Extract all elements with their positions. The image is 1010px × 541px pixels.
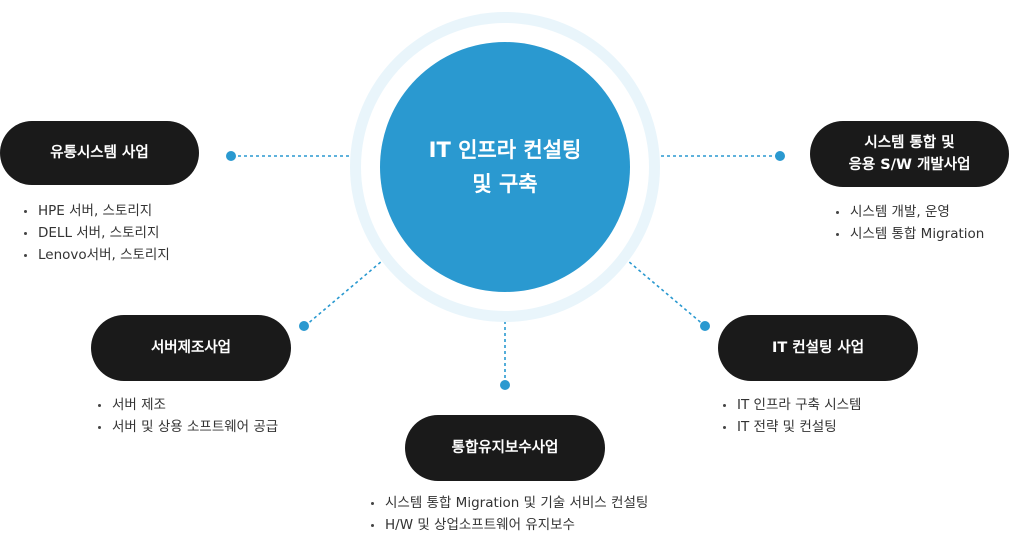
list-item: 시스템 개발, 운영: [833, 201, 984, 223]
node-pill-manufacturing: 서버제조사업: [91, 315, 291, 381]
list-item: 시스템 통합 Migration 및 기술 서비스 컨설팅: [368, 492, 648, 514]
connector-dot-consulting: [700, 321, 710, 331]
hub-title-line-1: IT 인프라 컨설팅: [428, 138, 582, 162]
list-item: Lenovo서버, 스토리지: [21, 244, 170, 266]
list-item: IT 인프라 구축 시스템: [720, 394, 861, 416]
node-pill-integration: 시스템 통합 및 응용 S/W 개발사업: [810, 121, 1009, 187]
list-item: 시스템 통합 Migration: [833, 223, 984, 245]
connector-manufacturing: [304, 249, 396, 327]
node-pill-consulting: IT 컨설팅 사업: [718, 315, 918, 381]
node-list-distribution: HPE 서버, 스토리지 DELL 서버, 스토리지 Lenovo서버, 스토리…: [21, 200, 170, 266]
list-item: IT 전략 및 컨설팅: [720, 416, 861, 438]
list-item: HPE 서버, 스토리지: [21, 200, 170, 222]
connector-dot-distribution: [226, 151, 236, 161]
node-list-consulting: IT 인프라 구축 시스템 IT 전략 및 컨설팅: [720, 394, 861, 438]
connector-consulting: [614, 249, 706, 327]
node-title-integration-line-2: 응용 S/W 개발사업: [848, 157, 971, 173]
node-pill-distribution: 유통시스템 사업: [0, 121, 199, 185]
list-item: 서버 및 상용 소프트웨어 공급: [95, 416, 278, 438]
node-list-maintenance: 시스템 통합 Migration 및 기술 서비스 컨설팅 H/W 및 상업소프…: [368, 492, 648, 536]
list-item: 서버 제조: [95, 394, 278, 416]
connector-dot-maintenance: [500, 380, 510, 390]
list-item: H/W 및 상업소프트웨어 유지보수: [368, 514, 648, 536]
node-title-consulting: IT 컨설팅 사업: [771, 340, 865, 356]
node-title-manufacturing: 서버제조사업: [150, 340, 232, 356]
node-title-maintenance: 통합유지보수사업: [451, 440, 559, 456]
node-list-integration: 시스템 개발, 운영 시스템 통합 Migration: [833, 201, 984, 245]
node-list-manufacturing: 서버 제조 서버 및 상용 소프트웨어 공급: [95, 394, 278, 438]
node-pill-maintenance: 통합유지보수사업: [405, 415, 605, 481]
hub-circle: IT 인프라 컨설팅 및 구축: [380, 42, 630, 292]
node-title-integration-line-1: 시스템 통합 및: [864, 135, 955, 151]
connector-dot-integration: [775, 151, 785, 161]
connector-dot-manufacturing: [299, 321, 309, 331]
list-item: DELL 서버, 스토리지: [21, 222, 170, 244]
node-title-distribution: 유통시스템 사업: [50, 145, 149, 161]
hub-title-line-2: 및 구축: [472, 172, 538, 196]
